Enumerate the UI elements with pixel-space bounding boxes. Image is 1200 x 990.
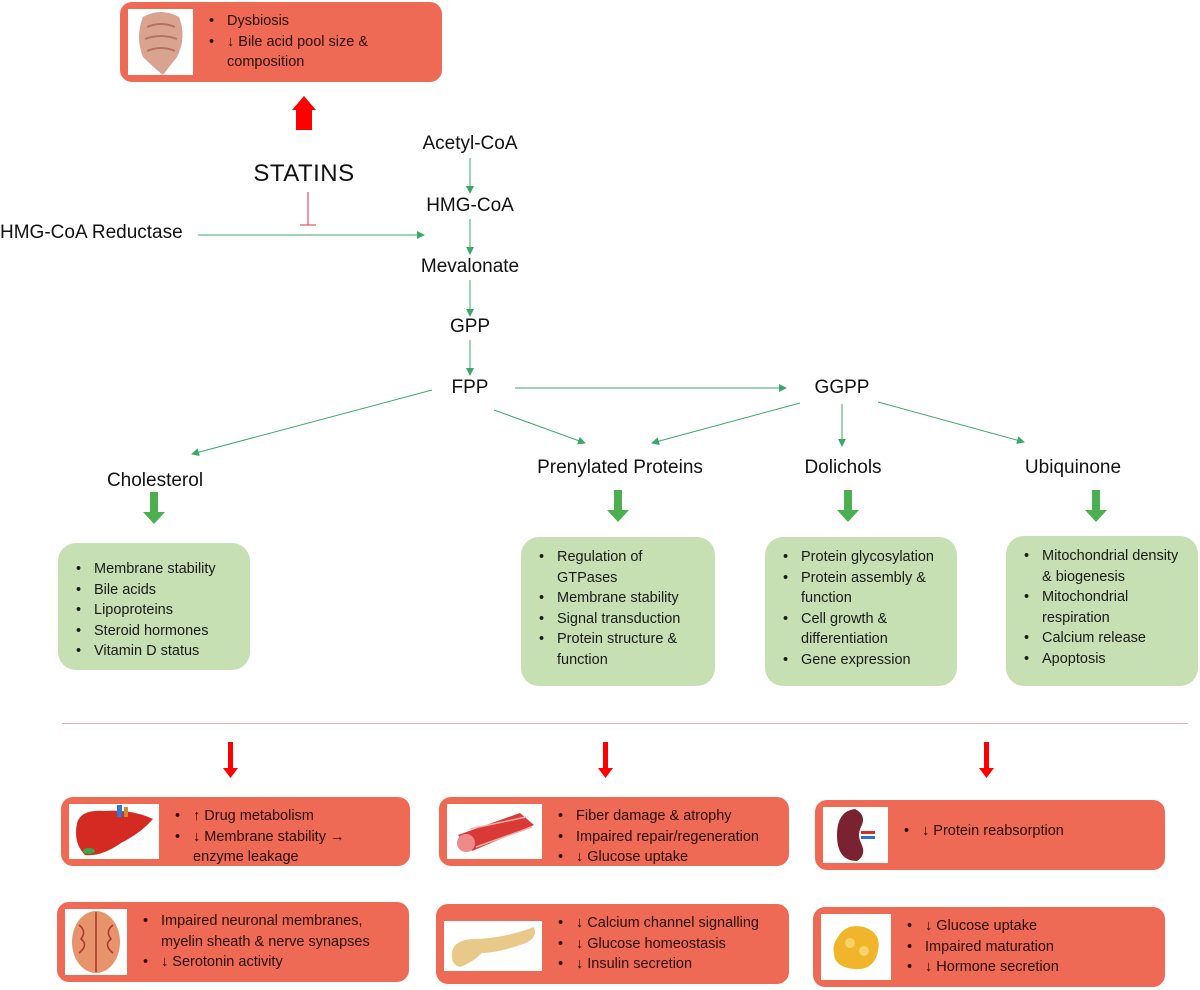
- arrow-fpp-to-cholesterol: [191, 389, 433, 457]
- muscle-icon: [447, 804, 542, 859]
- adipose-item: ↓ Hormone secretion: [903, 957, 1059, 978]
- brain-icon: [65, 909, 127, 975]
- function-item: Cell growth & differentiation: [779, 609, 943, 650]
- pancreas-item: ↓ Calcium channel signalling: [554, 913, 759, 934]
- gut-effect-box: Dysbiosis ↓ Bile acid pool size & compos…: [120, 2, 442, 82]
- green-arrow-prenylated: [607, 490, 629, 522]
- function-item: Signal transduction: [535, 609, 701, 630]
- function-item: Regulation of GTPases: [535, 547, 701, 588]
- red-down-arrow-3: [979, 742, 994, 778]
- brain-item: ↓ Serotonin activity: [139, 952, 391, 973]
- red-down-arrow-2: [598, 742, 613, 778]
- node-ubiquinone: Ubiquinone: [1024, 457, 1122, 478]
- kidney-icon: [823, 807, 888, 863]
- node-prenylated-proteins: Prenylated Proteins: [537, 457, 703, 478]
- function-item: Calcium release: [1020, 628, 1184, 649]
- node-acetyl-coa: Acetyl-CoA: [422, 133, 518, 154]
- arrow-ggpp-to-prenylated: [651, 402, 801, 446]
- red-up-arrow-gut: [296, 108, 312, 130]
- pancreas-item: ↓ Insulin secretion: [554, 954, 759, 975]
- hmg-coa-reductase-label: HMG-CoA Reductase: [0, 222, 183, 243]
- intestine-icon: [128, 9, 193, 75]
- function-item: Membrane stability: [72, 559, 236, 580]
- node-gpp: GPP: [449, 316, 491, 337]
- function-item: Lipoproteins: [72, 600, 236, 621]
- prenylated-functions-box: Regulation of GTPases Membrane stability…: [521, 537, 715, 686]
- adipose-effect-box: ↓ Glucose uptake Impaired maturation ↓ H…: [813, 907, 1165, 987]
- green-arrow-dolichols: [837, 490, 859, 522]
- liver-item: ↓ Membrane stability → enzyme leakage: [171, 827, 393, 868]
- function-item: Membrane stability: [535, 588, 701, 609]
- cholesterol-functions-box: Membrane stability Bile acids Lipoprotei…: [58, 543, 250, 670]
- adipose-item: Impaired maturation: [903, 937, 1059, 958]
- function-item: Apoptosis: [1020, 649, 1184, 670]
- liver-effect-box: ↑ Drug metabolism ↓ Membrane stability →…: [61, 797, 410, 866]
- green-arrow-cholesterol: [143, 492, 165, 524]
- arrow-fpp-to-prenylated: [493, 409, 586, 445]
- function-item: Vitamin D status: [72, 641, 236, 662]
- pancreas-item: ↓ Glucose homeostasis: [554, 934, 759, 955]
- muscle-item: Fiber damage & atrophy: [554, 806, 759, 827]
- arrow-ggpp-to-ubiquinone: [877, 401, 1025, 445]
- brain-item: Impaired neuronal membranes, myelin shea…: [139, 911, 391, 952]
- red-down-arrow-1: [223, 742, 238, 778]
- node-dolichols: Dolichols: [804, 457, 882, 478]
- function-item: Steroid hormones: [72, 621, 236, 642]
- statins-label: STATINS: [253, 160, 355, 187]
- function-item: Gene expression: [779, 650, 943, 671]
- adipose-item: ↓ Glucose uptake: [903, 916, 1059, 937]
- dolichols-functions-box: Protein glycosylation Protein assembly &…: [765, 537, 957, 686]
- pancreas-effect-box: ↓ Calcium channel signalling ↓ Glucose h…: [436, 904, 789, 984]
- function-item: Protein assembly & function: [779, 568, 943, 609]
- liver-icon: [69, 804, 159, 859]
- ubiquinone-functions-box: Mitochondrial density & biogenesis Mitoc…: [1006, 536, 1198, 686]
- brain-effect-box: Impaired neuronal membranes, myelin shea…: [57, 902, 409, 982]
- gut-item: ↓ Bile acid pool size & composition: [205, 32, 387, 73]
- function-item: Protein structure & function: [535, 629, 701, 670]
- function-item: Protein glycosylation: [779, 547, 943, 568]
- pancreas-icon: [444, 921, 542, 971]
- adipose-tissue-icon: [821, 914, 891, 980]
- node-fpp: FPP: [451, 377, 489, 398]
- muscle-item: Impaired repair/regeneration: [554, 827, 759, 848]
- green-arrow-ubiquinone: [1085, 490, 1107, 522]
- section-divider: [62, 723, 1188, 724]
- gut-item: Dysbiosis: [205, 11, 387, 32]
- node-mevalonate: Mevalonate: [420, 256, 520, 277]
- node-ggpp: GGPP: [814, 377, 870, 398]
- liver-item: ↑ Drug metabolism: [171, 806, 393, 827]
- muscle-effect-box: Fiber damage & atrophy Impaired repair/r…: [439, 797, 789, 868]
- function-item: Mitochondrial respiration: [1020, 587, 1184, 628]
- kidney-effect-box: ↓ Protein reabsorption: [815, 800, 1165, 870]
- node-cholesterol: Cholesterol: [106, 470, 204, 491]
- function-item: Bile acids: [72, 580, 236, 601]
- muscle-item: ↓ Glucose uptake: [554, 847, 759, 868]
- kidney-item: ↓ Protein reabsorption: [900, 821, 1064, 842]
- node-hmg-coa: HMG-CoA: [426, 195, 514, 216]
- function-item: Mitochondrial density & biogenesis: [1020, 546, 1184, 587]
